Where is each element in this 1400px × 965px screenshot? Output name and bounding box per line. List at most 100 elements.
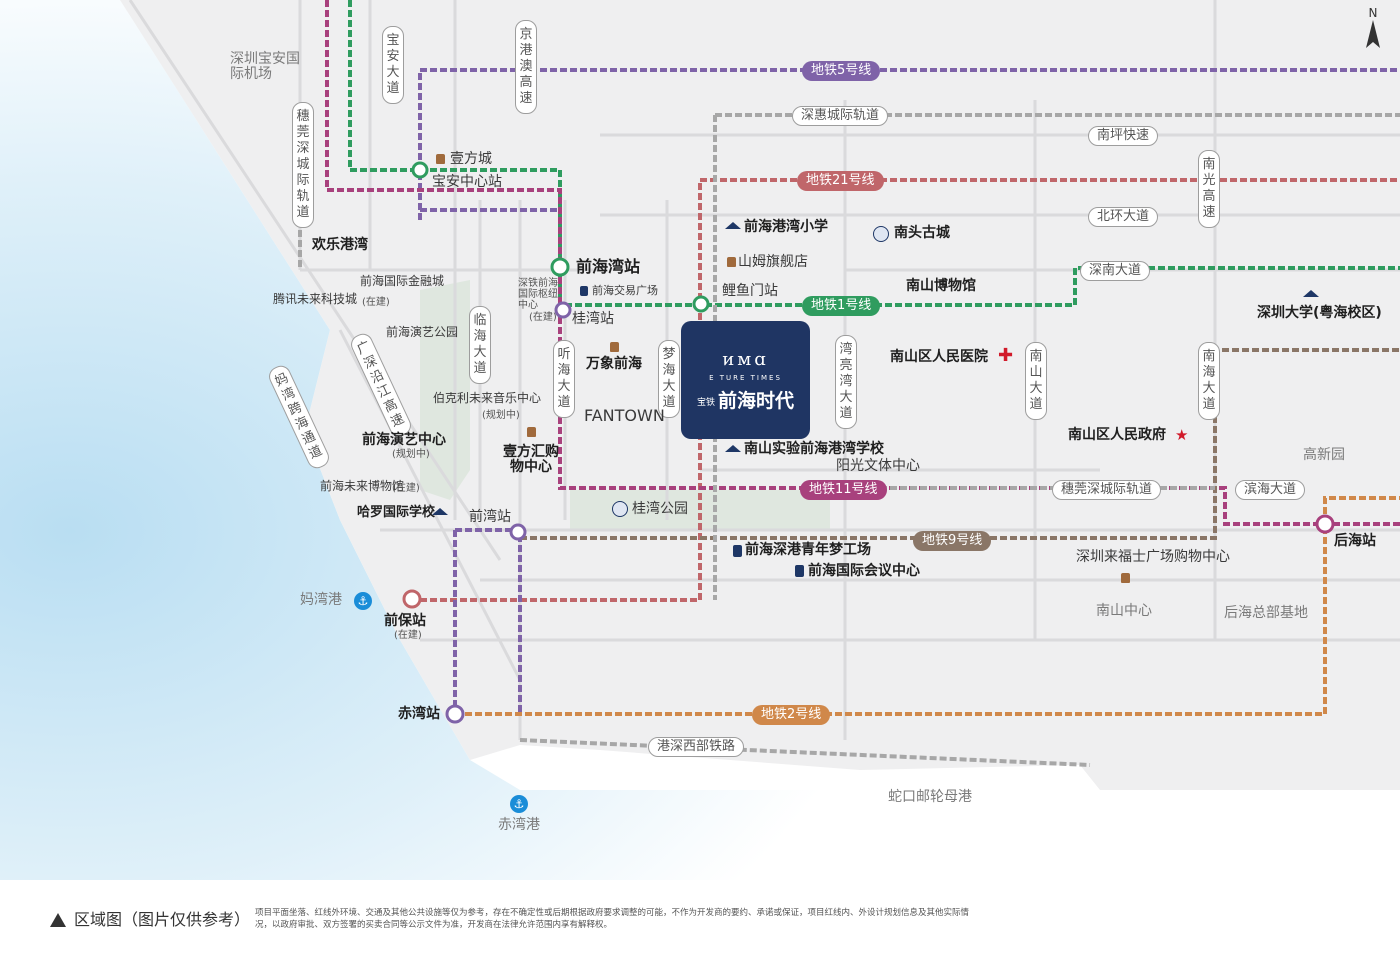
project-subtitle: E TURE TIMES <box>709 374 782 382</box>
yifanghui-label: 壹方汇购物中心 <box>503 444 559 476</box>
line-2-label: 地铁2号线 <box>752 705 831 725</box>
qianwan-label: 前湾站 <box>469 509 511 525</box>
road-linhai: 临海大道 <box>469 306 491 384</box>
road-nanhai: 南海大道 <box>1198 342 1220 420</box>
berklee-label: 伯克利未来音乐中心 <box>433 391 542 405</box>
gaoxin-label: 高新园 <box>1303 447 1345 463</box>
shopping-bag-icon <box>727 257 736 267</box>
line-5-label: 地铁5号线 <box>802 61 881 81</box>
sam-label: 山姆旗舰店 <box>738 254 808 270</box>
footer-title: 区域图（图片仅供参考） <box>50 906 250 930</box>
museum-note: (在建) <box>392 483 420 494</box>
szu-label: 深圳大学(粤海校区) <box>1257 305 1382 321</box>
road-jinggang: 京港澳高速 <box>515 20 537 114</box>
project-logo: ᴎᴍɑ <box>722 349 769 370</box>
triangle-icon <box>50 913 66 927</box>
hospital-label: 南山区人民医院 <box>890 349 988 365</box>
project-name-text: 前海时代 <box>718 390 795 412</box>
gangwan-school-label: 前海港湾小学 <box>744 219 828 235</box>
baoan-center-label: 宝安中心站 <box>432 174 502 190</box>
road-binhai: 滨海大道 <box>1235 480 1306 500</box>
footer-disclaimer: 项目平面坐落、红线外环境、交通及其他公共设施等仅为参考，存在不确定性或后期根据政… <box>255 908 970 930</box>
north-arrow: N <box>1366 6 1380 54</box>
hub-note: (在建) <box>529 312 557 323</box>
park-area <box>420 280 470 500</box>
hub-label: 深铁前海国际枢纽中心 <box>518 278 558 311</box>
project-prefix: 宝铁 <box>696 398 715 408</box>
nantou-label: 南头古城 <box>894 225 950 241</box>
hospital-icon: ✚ <box>998 345 1014 366</box>
school-icon <box>432 508 448 515</box>
qianbao-label: 前保站 <box>384 613 426 629</box>
museum-future-label: 前海未来博物馆 <box>320 479 405 493</box>
yifang-label: 壹方城 <box>450 151 492 167</box>
road-shennan: 深南大道 <box>1080 261 1151 281</box>
school-icon <box>725 222 741 229</box>
chiwan-port-label: 赤湾港 <box>498 817 540 833</box>
yangguang-label: 阳光文体中心 <box>836 458 920 474</box>
road-tinghai: 听海大道 <box>553 340 575 418</box>
art-center-label: 前海演艺中心 <box>362 432 446 448</box>
road-nanshan: 南山大道 <box>1025 342 1047 420</box>
footer-title-text: 区域图（图片仅供参考） <box>74 910 251 929</box>
airport-label: 深圳宝安国际机场 <box>230 51 300 83</box>
liyumen-label: 鲤鱼门站 <box>722 283 778 299</box>
line-11-label: 地铁11号线 <box>800 480 887 500</box>
school-icon <box>1303 290 1319 297</box>
park-icon <box>612 501 628 517</box>
road-suiguan-v: 穗莞深城际轨道 <box>292 102 314 228</box>
port-anchor-icon: ⚓ <box>354 592 372 610</box>
line-1-label: 地铁1号线 <box>802 296 881 316</box>
exchange-label: 前海交易广场 <box>592 284 658 297</box>
road-wanliang: 湾亮湾大道 <box>835 335 857 429</box>
gov-label: 南山区人民政府 <box>1068 427 1166 443</box>
project-name: 宝铁前海时代 <box>681 386 810 413</box>
port-anchor-icon: ⚓ <box>510 795 528 813</box>
line-21-label: 地铁21号线 <box>797 171 884 191</box>
road-nanping: 南坪快速 <box>1088 126 1159 146</box>
building-icon <box>580 286 588 296</box>
government-star-icon: ★ <box>1175 426 1189 444</box>
tencent-label: 腾讯未来科技城 <box>273 292 358 306</box>
guiwan-label: 桂湾站 <box>572 311 614 327</box>
art-note: (规划中) <box>392 449 430 460</box>
conv-label: 前海国际会议中心 <box>808 563 920 579</box>
road-beihuan: 北环大道 <box>1088 207 1159 227</box>
north-arrow-icon <box>1366 20 1380 48</box>
landmark-icon <box>873 226 889 242</box>
mawan-port-label: 妈湾港 <box>300 592 342 608</box>
building-icon <box>795 565 804 577</box>
road-baoan: 宝安大道 <box>382 26 404 104</box>
park-art-label: 前海演艺公园 <box>386 325 459 339</box>
huanle-label: 欢乐港湾 <box>312 237 368 253</box>
nanshan-center-label: 南山中心 <box>1096 603 1152 619</box>
line-9-label: 地铁9号线 <box>913 531 992 551</box>
building-icon <box>733 545 742 557</box>
raffles-label: 深圳来福士广场购物中心 <box>1076 549 1230 565</box>
berklee-note: (规划中) <box>482 410 520 421</box>
school-icon <box>725 445 741 452</box>
road-menghai: 梦海大道 <box>658 340 680 418</box>
qianhaiwan-label: 前海湾站 <box>576 257 641 276</box>
shopping-bag-icon <box>1121 573 1130 583</box>
shopping-bag-icon <box>436 154 445 164</box>
fantown-label: FANTOWN <box>584 406 665 425</box>
road-shenhui: 深惠城际轨道 <box>792 106 889 126</box>
chiwan-stn-label: 赤湾站 <box>398 706 440 722</box>
harrow-label: 哈罗国际学校 <box>357 505 436 520</box>
road-gangshen: 港深西部铁路 <box>648 737 745 757</box>
north-label: N <box>1368 6 1378 20</box>
ifc-label: 前海国际金融城 <box>360 274 445 288</box>
houhai-stn-label: 后海站 <box>1334 533 1376 549</box>
shopping-bag-icon <box>527 427 536 437</box>
exp-school-label: 南山实验前海港湾学校 <box>744 441 884 457</box>
qianbao-note: (在建) <box>394 630 422 641</box>
wanxiang-label: 万象前海 <box>586 356 642 372</box>
guiwan-park-label: 桂湾公园 <box>632 501 688 517</box>
tencent-note: (在建) <box>362 297 390 308</box>
shekou-label: 蛇口邮轮母港 <box>888 789 972 805</box>
dreamworks-label: 前海深港青年梦工场 <box>745 542 871 558</box>
road-suiguan: 穗莞深城际轨道 <box>1052 480 1162 500</box>
